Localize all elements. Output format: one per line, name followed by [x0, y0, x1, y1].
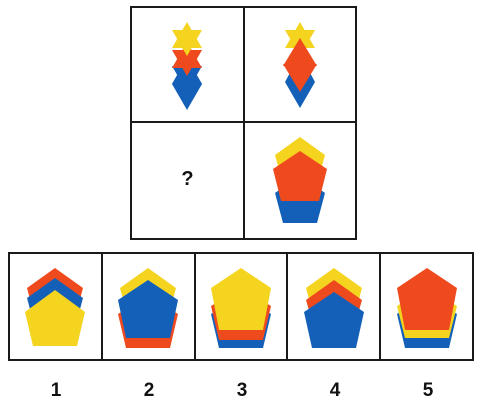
option-2-label: 2	[129, 380, 169, 402]
answer-options-row	[8, 252, 474, 361]
grid-cell-bottom-left: ?	[132, 123, 243, 236]
option-2[interactable]	[103, 254, 196, 359]
option-3-pentagon-stack	[201, 262, 281, 352]
pentagon-stack-figure	[245, 123, 356, 236]
option-3-label: 3	[222, 380, 262, 402]
grid-cell-top-right	[245, 8, 356, 121]
option-4[interactable]	[288, 254, 381, 359]
grid-cell-bottom-right	[245, 123, 356, 236]
option-1[interactable]	[10, 254, 103, 359]
hexagram-stack-figure	[245, 8, 356, 121]
option-2-pentagon-stack	[108, 262, 188, 352]
option-4-pentagon-stack	[294, 262, 374, 352]
missing-cell-question-mark: ?	[132, 123, 243, 236]
option-5[interactable]	[381, 254, 472, 359]
option-1-label: 1	[36, 380, 76, 402]
puzzle-grid: ?	[130, 6, 357, 240]
grid-cell-top-left	[132, 8, 243, 121]
option-5-pentagon-stack	[387, 262, 467, 352]
option-3[interactable]	[196, 254, 289, 359]
hexagram-stack-figure	[132, 8, 243, 121]
option-4-label: 4	[315, 380, 355, 402]
option-5-label: 5	[408, 380, 448, 402]
option-1-pentagon-stack	[15, 262, 95, 352]
